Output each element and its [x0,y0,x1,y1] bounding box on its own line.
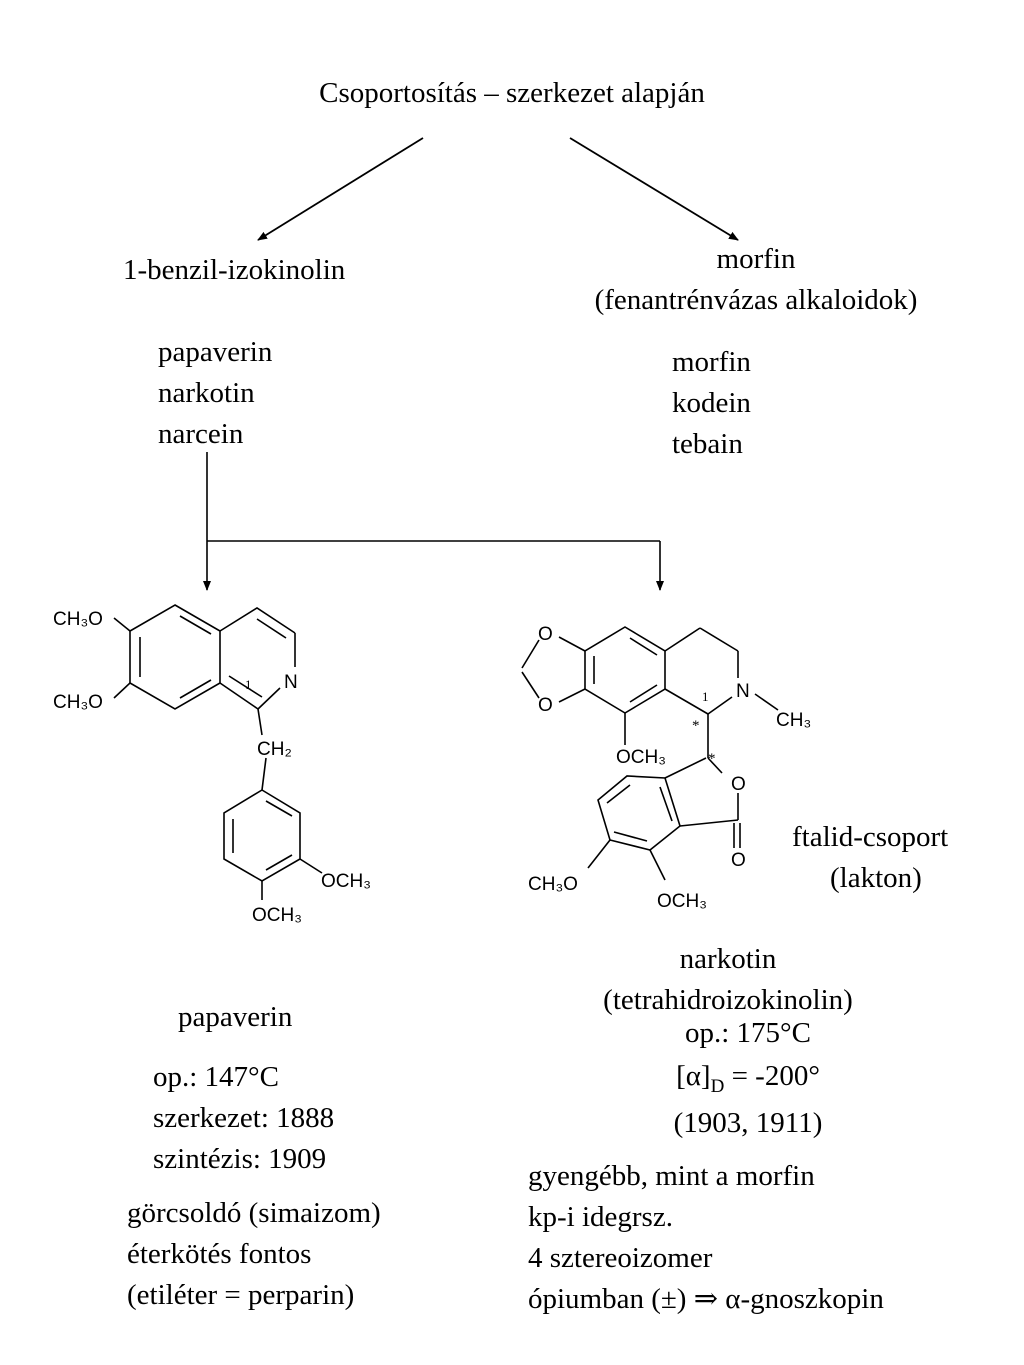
ch2-label: CH₂ [257,739,292,760]
papaverin-notes: görcsoldó (simaizom) éterkötés fontos (e… [127,1193,381,1316]
papaverin-structure [113,604,323,900]
oxygen-label: O [538,695,553,716]
connector-lines [203,452,664,591]
stereocenter-mark: * [708,751,716,767]
methoxy-label: OCH₃ [252,905,302,926]
right-group-subheading: (fenantrénvázas alkaloidok) [594,284,918,316]
arrow-right [569,137,739,241]
list-item: morfin [672,346,751,378]
list-item: kodein [672,387,751,419]
list-item: narcein [158,418,244,450]
methoxy-label: CH₃O [53,609,103,630]
right-group-heading: morfin [716,243,796,275]
list-item: papaverin [158,336,273,368]
narkotin-structure [521,626,779,881]
rotation-subscript: D [710,1075,725,1097]
position-label: 1 [245,677,252,692]
papaverin-name: papaverin [178,1001,293,1033]
methoxy-label: OCH₃ [616,747,666,768]
rotation-symbol: [α] [676,1060,711,1092]
methoxy-label: CH₃O [528,874,578,895]
narkotin-mp: op.: 175°C [685,1017,811,1049]
narkotin-rotation: [α]D = -200° [598,1059,898,1099]
methoxy-label: CH₃O [53,692,103,713]
list-item: kp-i idegrsz. [528,1201,673,1233]
oxygen-label: O [538,624,553,645]
arrow-left [257,137,424,241]
methyl-label: CH₃ [776,710,811,731]
list-item: op.: 147°C [153,1061,279,1093]
narkotin-subname: (tetrahidroizokinolin) [603,984,853,1016]
left-group-members: papaverin narkotin narcein [158,332,272,455]
lakton-annotation: (lakton) [830,862,922,894]
list-item: szintézis: 1909 [153,1143,327,1175]
methoxy-label: OCH₃ [321,871,371,892]
list-item: szerkezet: 1888 [153,1102,335,1134]
list-item: gyengébb, mint a morfin [528,1160,815,1192]
page-title: Csoportosítás – szerkezet alapján [319,77,705,109]
narkotin-name: narkotin [679,943,777,975]
list-item: ópiumban (±) ⇒ α-gnoszkopin [528,1283,884,1315]
rotation-value: = -200° [724,1060,820,1092]
list-item: görcsoldó (simaizom) [127,1197,381,1229]
right-group-members: morfin kodein tebain [672,342,751,465]
list-item: (etiléter = perparin) [127,1279,355,1311]
narkotin-years: (1903, 1911) [673,1107,823,1139]
oxygen-label: O [731,850,746,871]
ftalid-annotation: ftalid-csoport [792,821,949,853]
narkotin-notes: gyengébb, mint a morfin kp-i idegrsz. 4 … [528,1156,884,1320]
list-item: éterkötés fontos [127,1238,312,1270]
list-item: narkotin [158,377,255,409]
list-item: tebain [672,428,743,460]
nitrogen-label: N [736,681,750,702]
left-group-heading: 1-benzil-izokinolin [123,254,346,286]
position-label: 1 [702,689,709,704]
nitrogen-label: N [284,672,298,693]
list-item: 4 sztereoizomer [528,1242,713,1274]
oxygen-label: O [731,774,746,795]
papaverin-props: op.: 147°C szerkezet: 1888 szintézis: 19… [153,1057,334,1180]
stereocenter-mark: * [692,718,700,734]
methoxy-label: OCH₃ [657,891,707,912]
papaverin-structure-labels: CH₃O CH₃O N 1 CH₂ OCH₃ OCH₃ [53,609,371,926]
narkotin-structure-labels: O O N CH₃ 1 * * OCH₃ O O CH₃O OCH₃ [528,624,811,912]
